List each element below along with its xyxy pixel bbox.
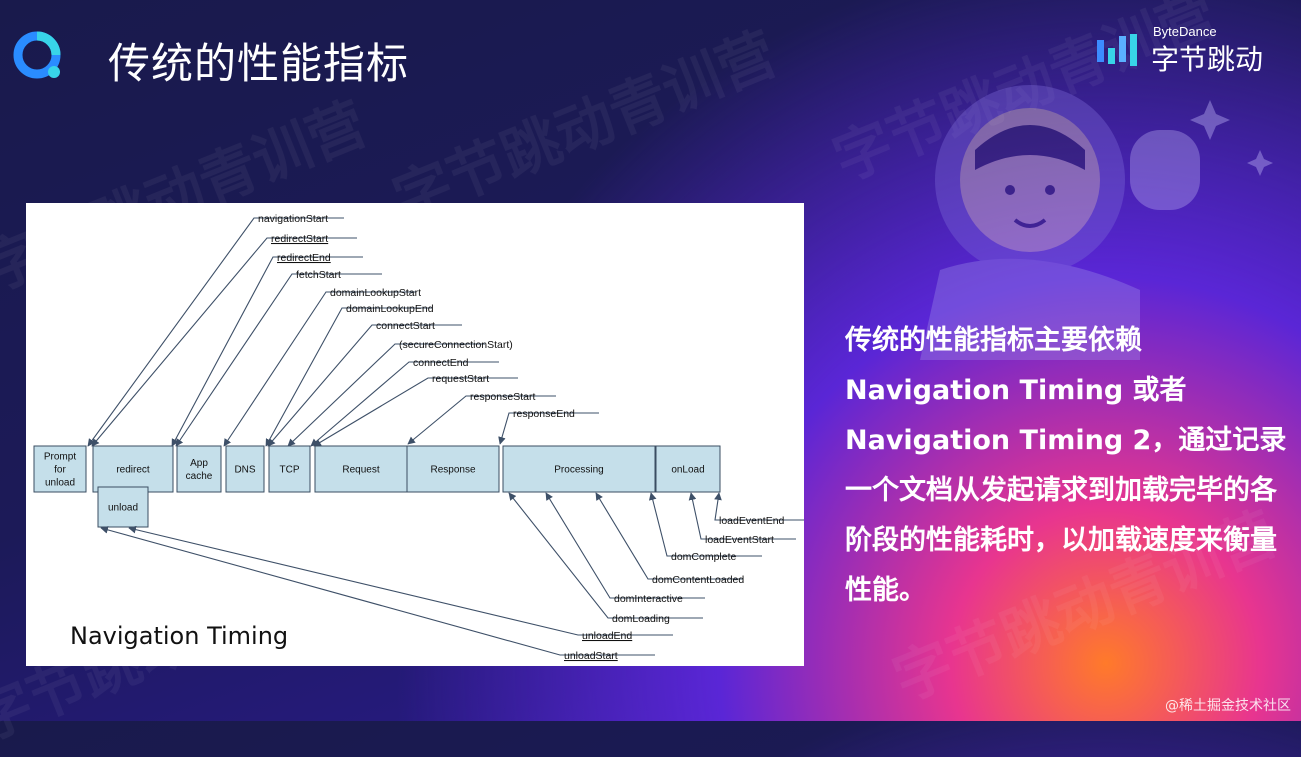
bottom-event-label: domComplete xyxy=(671,551,737,563)
top-event-label: (secureConnectionStart) xyxy=(399,339,513,351)
top-event-arrow xyxy=(407,395,556,445)
top-event-label: responseStart xyxy=(470,391,535,403)
phase-label-dns: DNS xyxy=(234,465,255,476)
bottom-event-arrow xyxy=(688,492,796,540)
top-event-label: domainLookupStart xyxy=(330,287,421,299)
bottom-event-label: domLoading xyxy=(612,613,670,625)
phase-label-onload: onLoad xyxy=(671,465,704,476)
bottom-event-label: domInteractive xyxy=(614,593,683,605)
phase-label-prompt: for xyxy=(54,465,66,476)
bottom-event-arrow xyxy=(648,492,762,557)
top-event-arrow xyxy=(223,291,416,447)
phase-label-appcache: App xyxy=(190,458,208,469)
phase-label-request: Request xyxy=(342,465,379,476)
phase-box-appcache xyxy=(176,445,222,493)
bottom-event-label: unloadEnd xyxy=(582,630,632,642)
top-event-arrow xyxy=(310,361,499,447)
top-event-arrow xyxy=(265,307,432,447)
bottom-event-arrow xyxy=(100,526,655,656)
phase-box-unload xyxy=(97,486,149,528)
timing-diagram-svg: navigationStart redirectStart redirectEnd f… xyxy=(33,213,804,662)
description-line: Navigation Timing 2，通过记录 xyxy=(845,425,1287,456)
bottom-event-arrow xyxy=(714,492,804,521)
top-event-arrow xyxy=(175,273,382,447)
phase-box-response xyxy=(406,445,500,493)
footer-credit: @稀土掘金技术社区 xyxy=(1165,698,1291,714)
brand-name-cn: 字节跳动 xyxy=(1151,43,1264,76)
top-event-label: fetchStart xyxy=(296,269,341,281)
phase-label-redirect: redirect xyxy=(116,465,150,476)
phase-box-request xyxy=(314,445,408,493)
bottom-event-label: loadEventStart xyxy=(705,534,774,546)
bottom-event-label: loadEventEnd xyxy=(719,515,785,527)
brand-name-en: ByteDance xyxy=(1153,24,1217,39)
top-event-label: connectStart xyxy=(376,320,435,332)
description-line: 阶段的性能耗时，以加载速度来衡量 xyxy=(845,525,1277,556)
phase-label-prompt: unload xyxy=(45,478,75,489)
phase-box-dns xyxy=(225,445,265,493)
top-event-label: responseEnd xyxy=(513,408,575,420)
top-event-arrow xyxy=(171,256,363,447)
description-line: 一个文档从发起请求到加载完毕的各 xyxy=(845,475,1277,506)
page-title: 传统的性能指标 xyxy=(108,39,410,88)
phase-box-prompt xyxy=(33,445,87,493)
top-event-label: redirectEnd xyxy=(277,252,331,264)
description-line: 传统的性能指标主要依赖 xyxy=(845,325,1142,356)
phase-label-response: Response xyxy=(430,465,475,476)
astronaut-illustration xyxy=(920,85,1273,360)
top-event-label: domainLookupEnd xyxy=(346,303,434,315)
q-logo-icon xyxy=(13,31,61,79)
bottom-event-label: unloadStart xyxy=(564,650,618,662)
top-event-label: requestStart xyxy=(432,373,489,385)
phase-label-appcache: cache xyxy=(186,471,213,482)
navigation-timing-diagram: navigationStart redirectStart redirectEnd f… xyxy=(26,203,804,666)
phase-box-onload xyxy=(655,445,721,493)
top-event-label: navigationStart xyxy=(258,213,328,225)
top-event-arrow xyxy=(498,412,599,445)
phase-label-processing: Processing xyxy=(554,465,603,476)
phase-box-processing xyxy=(502,445,656,493)
description-text: 传统的性能指标主要依赖 Navigation Timing 或者 Navigat… xyxy=(845,316,1295,616)
bottom-event-arrow xyxy=(128,525,673,636)
phase-label-tcp: TCP xyxy=(280,465,300,476)
top-event-arrow xyxy=(91,237,357,447)
bytedance-logo: ByteDance 字节跳动 xyxy=(1097,24,1277,76)
top-event-arrow xyxy=(287,343,485,447)
top-event-arrow xyxy=(87,217,344,447)
bottom-event-arrow xyxy=(508,492,703,619)
phase-label-unload: unload xyxy=(108,503,138,514)
top-event-label: redirectStart xyxy=(271,233,328,245)
top-event-label: connectEnd xyxy=(413,357,469,369)
bottom-event-label: domContentLoaded xyxy=(652,574,744,586)
description-line: Navigation Timing 或者 xyxy=(845,375,1187,406)
bottom-event-arrow xyxy=(595,492,743,580)
phase-box-tcp xyxy=(268,445,311,493)
top-event-arrow xyxy=(267,324,462,447)
phase-label-prompt: Prompt xyxy=(44,452,76,463)
bottom-event-arrow xyxy=(545,492,705,599)
bytedance-bars-icon xyxy=(1097,34,1137,66)
top-event-arrow xyxy=(313,377,518,447)
diagram-caption: Navigation Timing xyxy=(70,622,289,650)
description-line: 性能。 xyxy=(845,575,926,606)
